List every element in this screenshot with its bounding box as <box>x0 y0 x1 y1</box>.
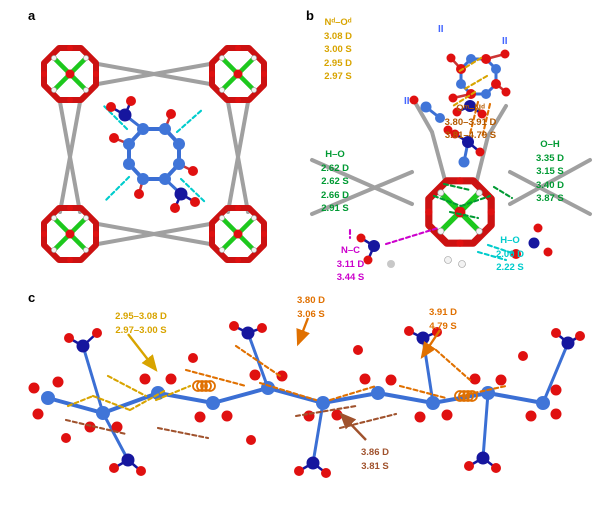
nitro-groups <box>64 321 585 478</box>
annotation-line: 3.35 D <box>536 152 564 164</box>
panel-b-label: b <box>306 8 314 23</box>
panel-c-label: c <box>28 290 36 305</box>
bonds-h-o-green <box>432 182 514 220</box>
annotation-line: 3.87 S <box>536 193 564 204</box>
annotation-brown-bottom: 3.86 D 3.81 S <box>330 446 420 473</box>
annotation-h-o-cyan: H–O 2.00 D 2.22 S <box>486 234 534 275</box>
orange-arrow-right <box>420 329 441 359</box>
annotation-line: 2.22 S <box>496 262 524 273</box>
cluster-left <box>409 95 453 135</box>
annotation-line: 3.81–4.79 S <box>444 130 497 141</box>
roman-label-II-1: II <box>438 24 444 35</box>
nitro-group-left <box>356 233 395 268</box>
annotation-line: 3.80–3.91 D <box>444 116 497 128</box>
panel-b: b <box>298 2 598 286</box>
annotation-line: 2.95 D <box>324 57 352 69</box>
annotation-line: 2.66 D <box>321 189 349 201</box>
panel-a-label: a <box>28 8 36 23</box>
annotation-line: 3.06 S <box>297 308 325 320</box>
bonds-h-o-cyan <box>476 243 514 262</box>
annotation-line: 2.97–3.00 S <box>115 324 167 336</box>
chain-backbone <box>46 385 545 416</box>
annotation-line: 3.86 D <box>361 447 389 458</box>
roman-label-II-2: II <box>502 36 508 47</box>
annotation-line: 4.79 S <box>429 320 457 332</box>
cluster-middle <box>450 129 485 168</box>
annotation-h-o-left: H–O 2.62 D 2.62 S 2.66 D 2.91 S <box>310 148 360 216</box>
coil-symbol-right <box>454 390 478 402</box>
bonds-om-nd-orange <box>468 100 492 140</box>
framework-linkers <box>58 62 250 246</box>
annotation-title: Oᵐ–Nᵈ <box>456 103 485 114</box>
panel-c: c <box>8 288 598 508</box>
annotation-line: 2.91 S <box>321 203 349 214</box>
annotation-orange-mid: 3.80 D 3.06 S <box>266 294 356 321</box>
annotation-arrows <box>127 317 441 441</box>
annotation-line: 3.91 D <box>429 307 457 318</box>
panel-c-structure <box>28 317 585 478</box>
annotation-title: H–O <box>325 149 345 160</box>
annotation-line: 2.62 S <box>321 176 349 187</box>
annotation-line: 2.62 D <box>321 162 349 174</box>
hydrogen-atoms <box>444 256 466 268</box>
annotation-yellow-range: 2.95–3.08 D 2.97–3.00 S <box>86 310 196 337</box>
annotation-line: 3.80 D <box>297 295 325 306</box>
framework-unit <box>41 45 267 263</box>
annotation-line: 3.00 S <box>324 44 352 55</box>
annotation-orange-right: 3.91 D 4.79 S <box>398 306 488 333</box>
annotation-line: 3.11 D <box>336 258 365 270</box>
coil-symbol-left <box>192 380 216 392</box>
roman-label-II-3: II <box>404 96 410 107</box>
annotation-title: N–C <box>340 245 360 256</box>
yellow-arrow <box>127 333 158 372</box>
annotation-line: 2.97 S <box>324 71 352 82</box>
hydrogen-bonds-cyan <box>102 104 207 204</box>
nitramine-cluster-top <box>446 49 511 119</box>
bonds-yellow-chain <box>66 374 192 412</box>
annotation-om-nd: Oᵐ–Nᵈ 3.80–3.91 D 3.81–4.79 S <box>418 102 523 143</box>
bonds-n-c-magenta <box>348 226 440 246</box>
annotation-title: Nᵈ–Oᵈ <box>324 17 352 28</box>
panel-b-structure <box>310 49 592 268</box>
cluster-bottom-right <box>511 223 553 259</box>
panel-a-structure <box>8 2 300 286</box>
bonds-nd-od-yellow <box>451 56 489 108</box>
annotation-line: 2.00 D <box>496 248 524 260</box>
annotation-line: 3.15 S <box>536 166 564 177</box>
annotation-line: 2.95–3.08 D <box>115 311 167 322</box>
brown-arrow <box>339 412 367 441</box>
annotation-line: 3.08 D <box>324 30 352 42</box>
guest-molecule <box>106 96 200 213</box>
orange-arrow-mid <box>296 317 310 347</box>
annotation-n-c: N–C 3.11 D 3.44 S <box>328 244 373 285</box>
annotation-line: 3.81 S <box>361 460 389 472</box>
annotation-o-h-right: O–H 3.35 D 3.15 S 3.40 D 3.87 S <box>524 138 576 206</box>
panel-a: a <box>8 2 300 286</box>
annotation-title: H–O <box>500 235 520 246</box>
annotation-line: 3.40 D <box>536 179 564 191</box>
framework-linkers-b <box>310 102 592 216</box>
annotation-nd-od: Nᵈ–Oᵈ 3.08 D 3.00 S 2.95 D 2.97 S <box>308 16 368 84</box>
annotation-title: O–H <box>540 139 560 150</box>
bonds-orange-chain <box>184 344 508 402</box>
annotation-line: 3.44 S <box>336 272 365 283</box>
